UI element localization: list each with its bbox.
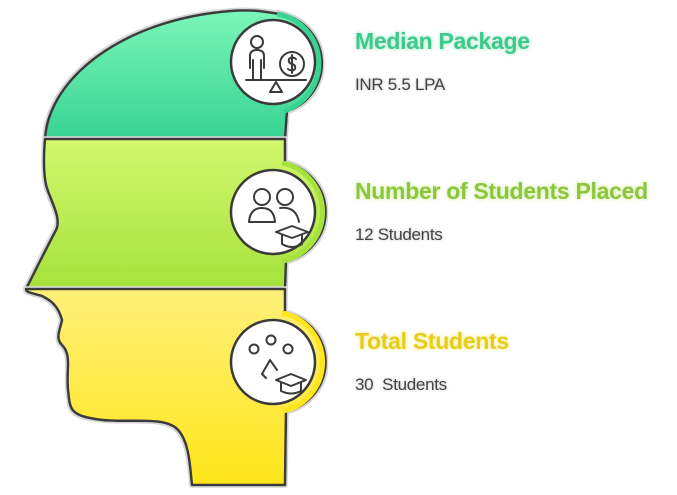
group-graduation-cap-icon xyxy=(229,318,317,406)
section-value: 30 Students xyxy=(355,375,447,394)
section-title: Median Package xyxy=(355,28,530,54)
section-title: Total Students xyxy=(355,328,509,354)
person-balance-coin-icon xyxy=(229,18,317,106)
section-median-package: Median Package INR 5.5 LPA xyxy=(355,28,530,95)
section-value: 12 Students xyxy=(355,225,443,244)
students-graduation-cap-icon xyxy=(229,168,317,256)
section-students-placed: Number of Students Placed 12 Students xyxy=(355,178,648,245)
section-total-students: Total Students 30 Students xyxy=(355,328,509,395)
section-title: Number of Students Placed xyxy=(355,178,648,204)
section-value: INR 5.5 LPA xyxy=(355,75,445,94)
